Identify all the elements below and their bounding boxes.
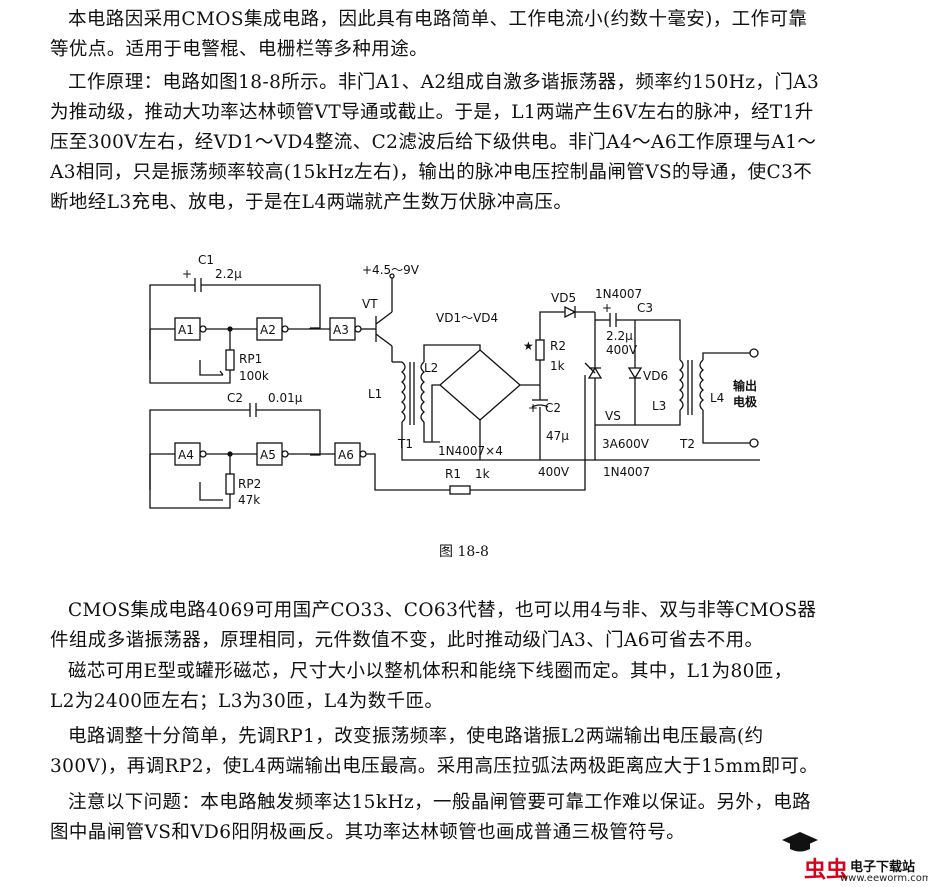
label-c3: C3: [637, 301, 653, 315]
text-line: CMOS集成电路4069可用国产CO33、CO63代替，也可以用4与非、双与非等…: [68, 600, 817, 621]
watermark-url: www.eeworm.com: [840, 873, 928, 884]
label-rp2: RP2: [238, 477, 261, 491]
label-rp2-value: 47k: [238, 493, 260, 507]
label-vs: VS: [605, 409, 621, 423]
label-rp1: RP1: [239, 352, 262, 366]
paragraph-core: 磁芯可用E型或罐形磁芯，尺寸大小以整机体积和能绕下线圈而定。其中，L1为80匝，…: [50, 657, 895, 717]
label-c3-plus: +: [602, 301, 612, 315]
label-c1-plus: +: [182, 267, 192, 281]
text-line: 注意以下问题：本电路触发频率达15kHz，一般晶闸管要可靠工作难以保证。另外，电…: [68, 792, 812, 813]
label-c2-voltage: 400V: [538, 465, 570, 479]
label-c2-top-value: 0.01μ: [268, 391, 303, 405]
text-line: A3相同，只是振荡频率较高(15kHz左右)，输出的脉冲电压控制晶闸管VS的导通…: [50, 162, 813, 183]
text-line: 断地经L3充电、放电，于是在L4两端就产生数万伏脉冲高压。: [50, 192, 573, 213]
watermark-logo: 虫虫 电子下载站 www.eeworm.com: [780, 830, 928, 887]
label-vt: VT: [362, 297, 378, 311]
label-c3-voltage: 400V: [606, 343, 638, 357]
label-r1: R1: [445, 467, 461, 481]
label-a4: A4: [178, 448, 194, 462]
label-a5: A5: [260, 448, 276, 462]
label-c2-plus: +: [528, 401, 538, 415]
label-vd5: VD5: [551, 291, 576, 305]
label-c1-value: 2.2μ: [215, 267, 242, 281]
figure-caption: 图 18-8: [439, 544, 489, 560]
label-vd5-part: 1N4007: [595, 287, 642, 301]
text-line: 工作原理：电路如图18-8所示。非门A1、A2组成自激多谐振荡器，频率约150H…: [68, 72, 820, 93]
label-a3: A3: [333, 323, 349, 337]
label-r2-value: 1k: [550, 359, 565, 373]
label-r2-star: ★: [523, 339, 534, 353]
label-t1: T1: [397, 437, 413, 451]
label-a1: A1: [178, 323, 194, 337]
label-l3: L3: [652, 399, 666, 413]
text-line: 等优点。适用于电警棍、电栅栏等多种用途。: [50, 39, 429, 60]
text-line: 图中晶闸管VS和VD6阳阴极画反。其功率达林顿管也画成普通三极管符号。: [50, 822, 685, 843]
label-l2: L2: [424, 361, 438, 375]
graduation-cap-icon: [782, 832, 818, 852]
label-vd6-part: 1N4007: [603, 465, 650, 479]
label-vd6: VD6: [643, 369, 668, 383]
label-bridge-part: 1N4007×4: [438, 444, 503, 458]
text-line: 压至300V左右，经VD1～VD4整流、C2滤波后给下级供电。非门A4～A6工作…: [50, 132, 817, 153]
label-rp1-value: 100k: [239, 369, 269, 383]
label-c2-value: 47μ: [546, 429, 569, 443]
text-line: 为推动级，推动大功率达林顿管VT导通或截止。于是，L1两端产生6V左右的脉冲，经…: [50, 102, 814, 123]
label-a6: A6: [338, 448, 354, 462]
label-r2: R2: [550, 339, 566, 353]
paragraph-adjust: 电路调整十分简单，先调RP1，改变振荡频率，使电路谐振L2两端输出电压最高(约 …: [50, 722, 895, 782]
label-a2: A2: [260, 323, 276, 337]
label-output-2: 电极: [733, 394, 758, 409]
paragraph-principle: 工作原理：电路如图18-8所示。非门A1、A2组成自激多谐振荡器，频率约150H…: [50, 68, 895, 218]
label-vs-part: 3A600V: [602, 437, 650, 451]
label-l1: L1: [368, 387, 382, 401]
paragraph-substitute: CMOS集成电路4069可用国产CO33、CO63代替，也可以用4与非、双与非等…: [50, 596, 895, 656]
label-r1-value: 1k: [475, 467, 490, 481]
label-c2: C2: [545, 401, 561, 415]
text-line: 300V)，再调RP2，使L4两端输出电压最高。采用高压拉弧法两极距离应大于15…: [50, 756, 819, 777]
watermark-brand: 虫虫: [804, 858, 849, 883]
text-line: 本电路因采用CMOS集成电路，因此具有电路简单、工作电流小(约数十毫安)，工作可…: [68, 9, 808, 30]
label-c2-top: C2: [227, 391, 243, 405]
circuit-diagram: C1 + 2.2μ +4.5～9V VT A1 A2 A3 RP1 100k C…: [149, 253, 760, 509]
paragraph-notes: 注意以下问题：本电路触发频率达15kHz，一般晶闸管要可靠工作难以保证。另外，电…: [50, 788, 895, 848]
text-line: 件组成多谐振荡器，原理相同，元件数值不变，此时推动级门A3、门A6可省去不用。: [50, 630, 764, 651]
text-line: 磁芯可用E型或罐形磁芯，尺寸大小以整机体积和能绕下线圈而定。其中，L1为80匝，: [68, 661, 793, 682]
paragraph-intro: 本电路因采用CMOS集成电路，因此具有电路简单、工作电流小(约数十毫安)，工作可…: [50, 5, 895, 65]
label-output-1: 输出: [733, 378, 757, 393]
label-t2: T2: [679, 437, 695, 451]
text-line: 电路调整十分简单，先调RP1，改变振荡频率，使电路谐振L2两端输出电压最高(约: [68, 726, 764, 747]
label-vd1-vd4: VD1～VD4: [436, 311, 498, 325]
label-c3-value: 2.2μ: [606, 329, 633, 343]
label-l4: L4: [710, 391, 724, 405]
label-c1: C1: [198, 253, 214, 267]
text-line: L2为2400匝左右；L3为30匝，L4为数千匝。: [50, 691, 444, 712]
watermark-name: 电子下载站: [850, 860, 916, 875]
label-supply: +4.5～9V: [362, 263, 420, 277]
